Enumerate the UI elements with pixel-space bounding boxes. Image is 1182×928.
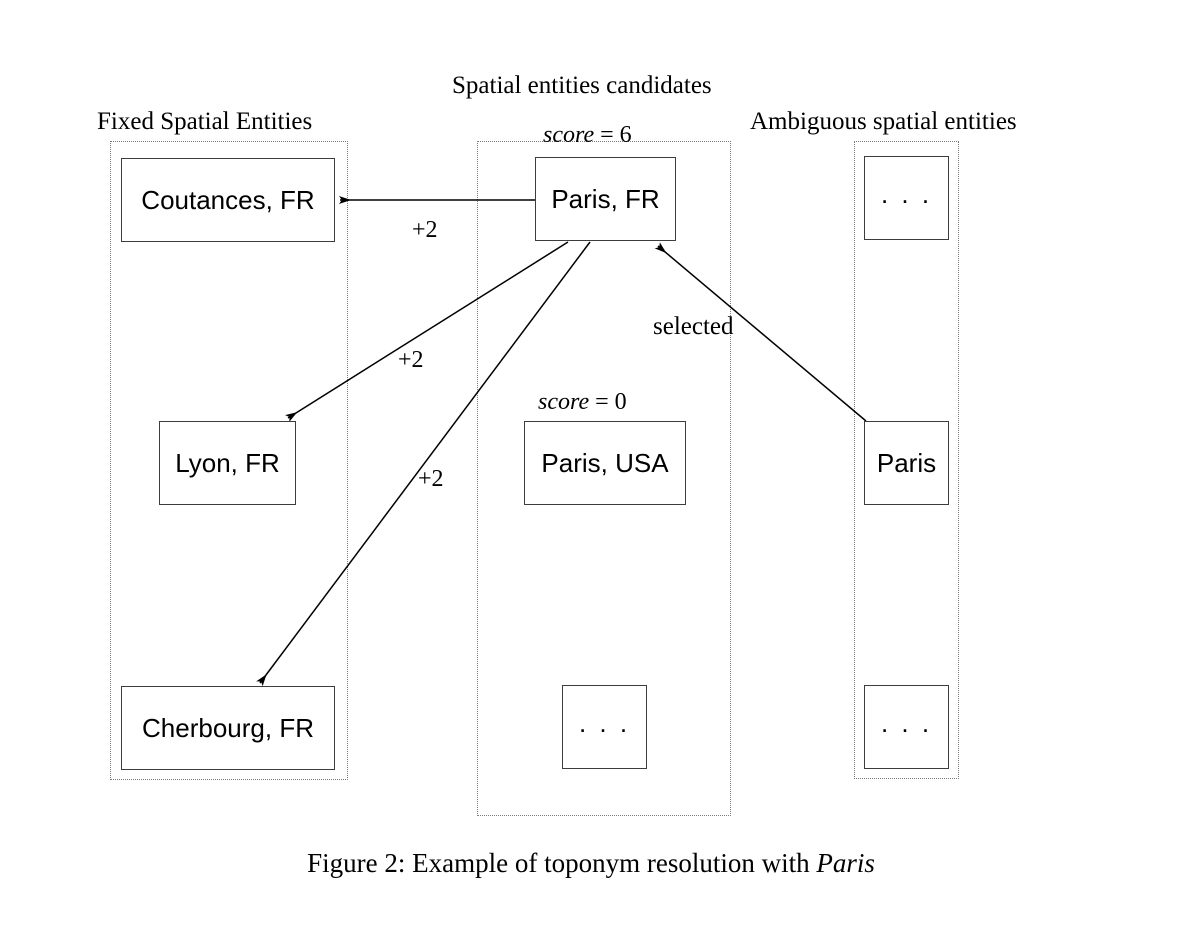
entity-box-paris-usa[interactable]: Paris, USA	[524, 421, 686, 505]
entity-box-coutances-fr[interactable]: Coutances, FR	[121, 158, 335, 242]
edge-label-plus2-coutances: +2	[412, 217, 438, 243]
column-title-spatial-entities-candidates: Spatial entities candidates	[452, 72, 712, 99]
column-title-ambiguous-spatial-entities: Ambiguous spatial entities	[750, 108, 1017, 135]
score-label-paris-usa: score = 0	[538, 389, 627, 416]
score-label-paris-fr: score = 6	[543, 122, 632, 149]
edge-label-selected: selected	[653, 313, 734, 340]
entity-box-paris-fr[interactable]: Paris, FR	[535, 157, 676, 241]
entity-box-cherbourg-fr[interactable]: Cherbourg, FR	[121, 686, 335, 770]
figure-caption: Figure 2: Example of toponym resolution …	[0, 848, 1182, 879]
edge-label-plus2-lyon: +2	[398, 347, 424, 373]
ellipsis-icon: . . .	[880, 179, 933, 209]
column-title-fixed-spatial-entities: Fixed Spatial Entities	[97, 108, 313, 135]
ellipsis-icon: . . .	[578, 708, 631, 738]
edge-label-plus2-cherbourg: +2	[418, 466, 444, 492]
entity-box-lyon-fr[interactable]: Lyon, FR	[159, 421, 296, 505]
figure-caption-text: Figure 2: Example of toponym resolution …	[307, 848, 817, 878]
score-operator: =	[589, 389, 615, 415]
entity-box-ambiguous-ellipsis-bottom[interactable]: . . .	[864, 685, 949, 769]
entity-box-paris[interactable]: Paris	[864, 421, 949, 505]
score-operator: =	[594, 122, 620, 148]
score-keyword: score	[543, 122, 595, 148]
ellipsis-icon: . . .	[880, 708, 933, 738]
score-keyword: score	[538, 389, 590, 415]
figure-caption-emphasis: Paris	[816, 848, 875, 878]
score-value: 6	[619, 122, 632, 148]
entity-box-ambiguous-ellipsis-top[interactable]: . . .	[864, 156, 949, 240]
group-frame-ambiguous-spatial-entities	[854, 141, 959, 779]
score-value: 0	[614, 389, 627, 415]
entity-box-candidates-ellipsis[interactable]: . . .	[562, 685, 647, 769]
